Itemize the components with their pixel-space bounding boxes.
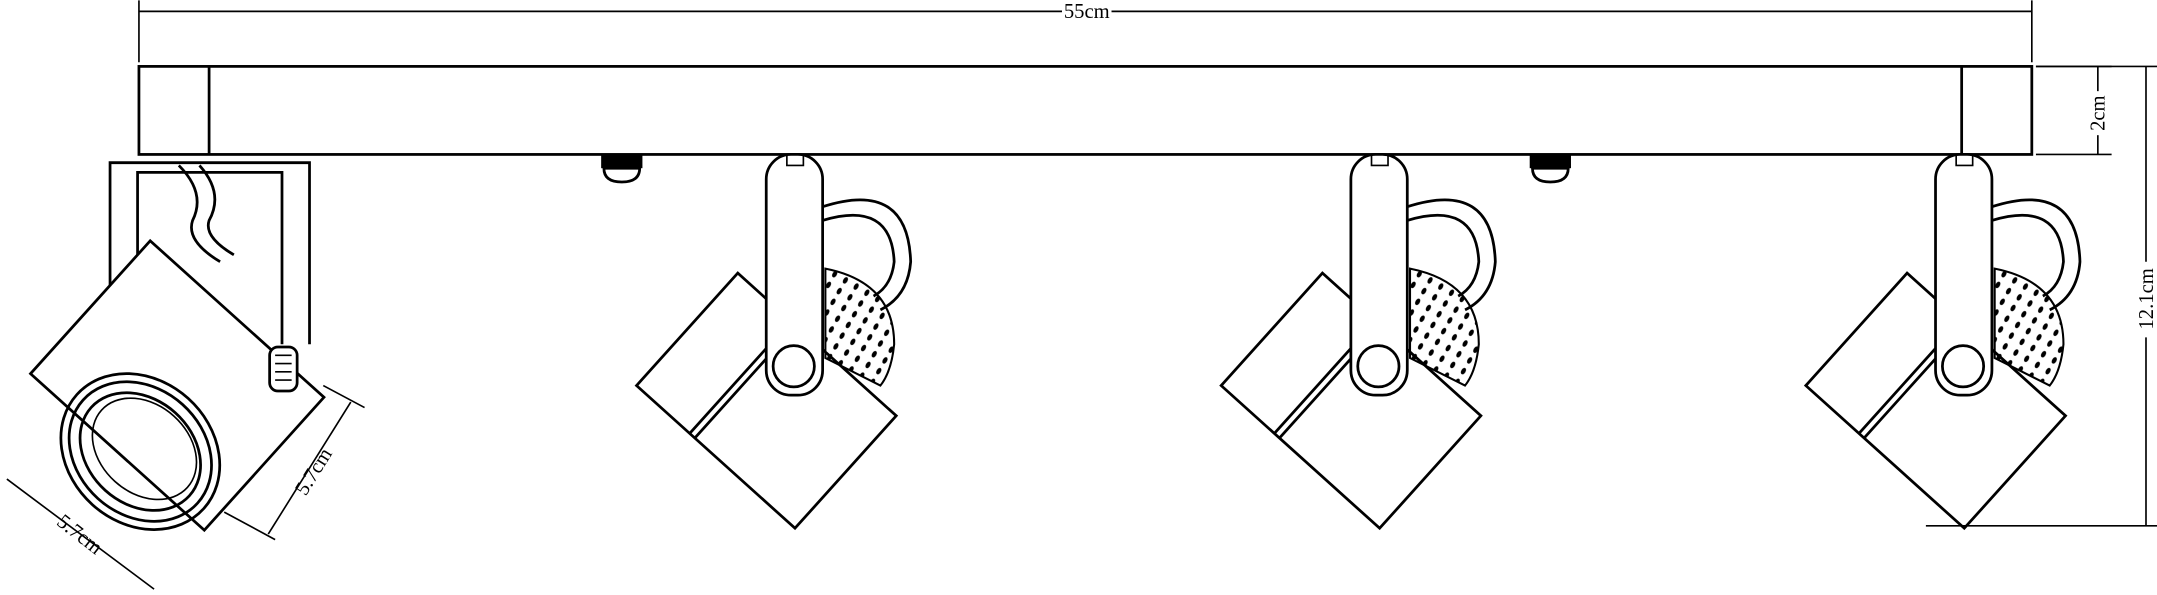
screw-icon xyxy=(1528,153,1573,184)
length-label: 55cm xyxy=(1064,1,1110,23)
mounting-bar xyxy=(137,65,2034,184)
head-diameter-label: 5.7cm xyxy=(52,511,106,560)
length-dimension: 55cm xyxy=(138,0,2033,63)
bar-height-dimension: 2cm xyxy=(2035,65,2112,156)
head-length-label: 5.7cm xyxy=(291,444,337,499)
head-diameter-dimension: 5.7cm xyxy=(6,478,155,590)
screw-icon xyxy=(599,153,644,184)
total-height-label: 12.1cm xyxy=(2136,268,2157,329)
total-height-dimension: 12.1cm xyxy=(1925,65,2157,527)
bar-height-label: 2cm xyxy=(2088,95,2110,131)
spotlight-3 xyxy=(1219,153,1497,530)
spotlight-front xyxy=(28,161,326,533)
spotlight-4 xyxy=(1804,153,2082,530)
spotlight-2 xyxy=(635,153,913,530)
